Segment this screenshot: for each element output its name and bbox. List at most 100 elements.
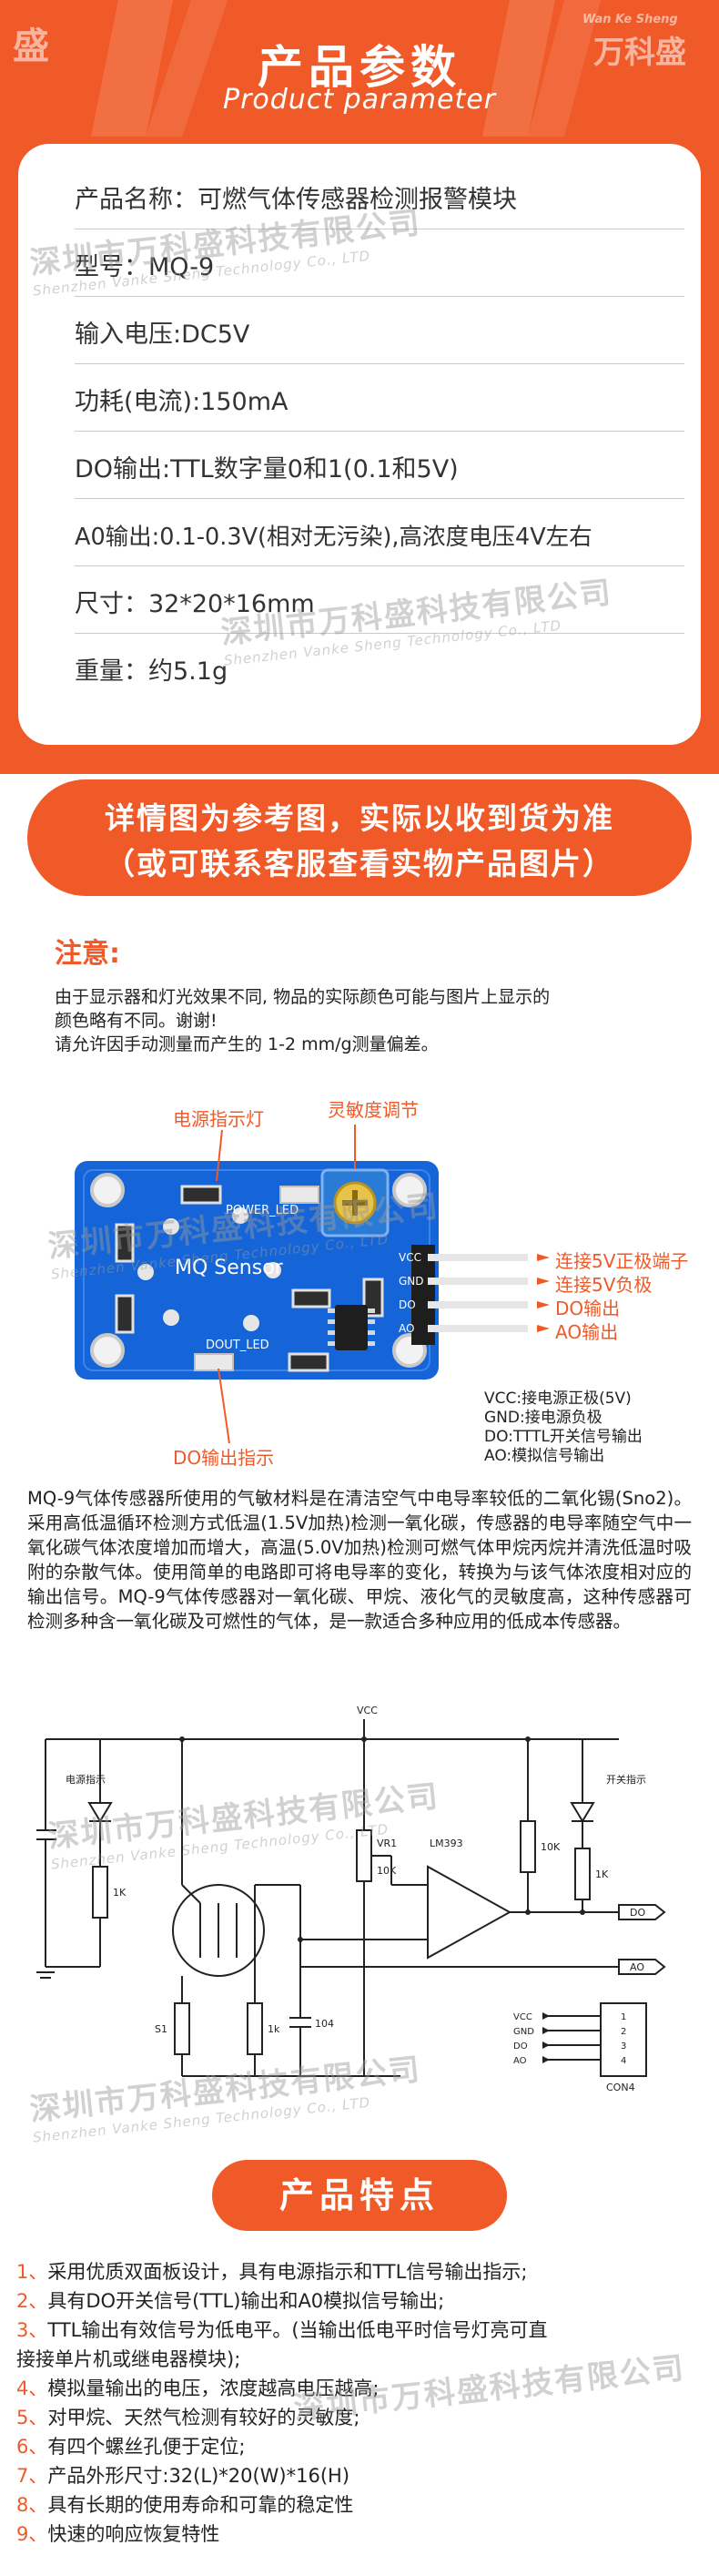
module-diagram: MQ Sensor POWER_LED DOUT_LED VCC GND DO … — [0, 1079, 719, 1471]
schematic-pin-do: DO — [513, 2041, 528, 2052]
feature-item: 2、具有DO开关信号(TTL)输出和A0模拟信号输出; — [16, 2287, 708, 2315]
power-led-label: POWER_LED — [226, 1204, 299, 1217]
pin-label-vcc: VCC — [399, 1251, 421, 1264]
param-name: 产品名称：可燃气体传感器检测报警模块 — [75, 171, 684, 229]
callout-do-indicator: DO输出指示 — [173, 1447, 275, 1469]
feature-text: 对甲烷、天然气检测有较好的灵敏度; — [47, 2407, 360, 2428]
schematic-pin-number: 4 — [621, 2056, 626, 2066]
param-size: 尺寸：32*20*16mm — [75, 575, 684, 634]
sensor-board-illustration: MQ Sensor POWER_LED DOUT_LED VCC GND DO … — [75, 1125, 550, 1444]
feature-text: TTL输出有效信号为低电平。(当输出低电平时信号灯亮可直 — [47, 2319, 548, 2341]
schematic-r3-label: 10K — [541, 1841, 561, 1853]
schematic-r4-label: 1K — [595, 1868, 609, 1880]
attention-line-2: 颜色略有不同。谢谢! — [55, 1011, 218, 1031]
schematic-switch-indicator-label: 开关指示 — [606, 1773, 646, 1786]
callout-power-indicator: 电源指示灯 — [173, 1108, 264, 1130]
feature-text: 采用优质双面板设计，具有电源指示和TTL信号输出指示; — [47, 2261, 528, 2283]
schematic-ao-label: AO — [630, 1961, 644, 1973]
schematic-do-label: DO — [630, 1907, 645, 1919]
schematic-pin-vcc: VCC — [513, 2012, 532, 2022]
param-ao-output: A0输出:0.1-0.3V(相对无污染),高浓度电压4V左右 — [75, 508, 684, 566]
schematic-pin-number: 1 — [621, 2012, 626, 2022]
feature-number: 2、 — [16, 2290, 48, 2312]
schematic-ic-label: LM393 — [430, 1838, 463, 1849]
callout-gnd: 连接5V负极 — [555, 1274, 653, 1296]
schematic-pin-number: 3 — [621, 2041, 626, 2052]
pin-legend-vcc: VCC:接电源正极(5V) — [484, 1390, 632, 1408]
feature-text: 模拟量输出的电压，浓度越高电压越高; — [47, 2377, 380, 2399]
param-model: 型号：MQ-9 — [75, 239, 684, 297]
schematic-r1-label: 1K — [113, 1887, 127, 1899]
pin-legend-do: DO:TTTL开关信号输出 — [484, 1428, 643, 1446]
feature-number: 9、 — [16, 2523, 48, 2545]
feature-item: 5、对甲烷、天然气检测有较好的灵敏度; — [16, 2404, 708, 2431]
schematic-connector-label: CON4 — [606, 2082, 635, 2093]
feature-text: 具有长期的使用寿命和可靠的稳定性 — [47, 2494, 354, 2516]
param-voltage: 输入电压:DC5V — [75, 306, 684, 364]
feature-item: 4、模拟量输出的电压，浓度越高电压越高; — [16, 2375, 708, 2402]
pin-label-gnd: GND — [399, 1275, 424, 1288]
attention-line-1: 由于显示器和灯光效果不同, 物品的实际颜色可能与图片上显示的 — [55, 987, 551, 1007]
param-weight: 重量：约5.1g — [75, 657, 228, 686]
dout-led-label: DOUT_LED — [206, 1339, 269, 1352]
schematic-vcc-label: VCC — [357, 1705, 378, 1716]
comparator-chip-icon — [335, 1305, 368, 1350]
pin-legend-gnd: GND:接电源负极 — [484, 1409, 603, 1427]
schematic-power-indicator-label: 电源指示 — [66, 1773, 106, 1786]
notice-line-1: 详情图为参考图，实际以收到货为准 — [105, 800, 614, 836]
parameter-card: 产品名称：可燃气体传感器检测报警模块 型号：MQ-9 输入电压:DC5V 功耗(… — [18, 144, 701, 745]
sensor-description: MQ-9气体传感器所使用的气敏材料是在清洁空气中电导率较低的二氧化锡(Sno2)… — [27, 1488, 692, 1632]
callout-sensitivity: 灵敏度调节 — [328, 1099, 419, 1121]
param-do-output: DO输出:TTL数字量0和1(0.1和5V) — [75, 441, 684, 499]
mount-hole-icon — [90, 1173, 125, 1207]
feature-item: 1、采用优质双面板设计，具有电源指示和TTL信号输出指示; — [16, 2258, 708, 2286]
pin-legend-ao: AO:模拟信号输出 — [484, 1447, 605, 1465]
watermark-text-en: Shenzhen Vanke Sheng Technology Co., LTD — [32, 2093, 371, 2146]
parameter-section: 盛 Wan Ke Sheng 万科盛 产品参数 Product paramete… — [0, 0, 719, 774]
schematic-pin-number: 2 — [621, 2027, 626, 2037]
notice-banner: 详情图为参考图，实际以收到货为准 （或可联系客服查看实物产品图片） — [27, 779, 692, 896]
page-subtitle: Product parameter — [222, 84, 496, 116]
feature-number: 4、 — [16, 2377, 48, 2399]
callout-do: DO输出 — [555, 1298, 621, 1319]
callout-ao: AO输出 — [555, 1321, 619, 1343]
feature-number: 6、 — [16, 2436, 48, 2458]
feature-number: 5、 — [16, 2407, 48, 2428]
page-title: 产品参数 — [258, 41, 461, 94]
brand-name-cn: 万科盛 — [593, 35, 686, 71]
schematic-cap-label: 104 — [315, 2018, 334, 2030]
feature-item: 6、有四个螺丝孔便于定位; — [16, 2433, 708, 2460]
schematic-pin-ao: AO — [513, 2056, 527, 2066]
mount-hole-icon — [392, 1173, 427, 1207]
feature-text: 接接单片机或继电器模块); — [16, 2348, 241, 2370]
feature-item: 3、TTL输出有效信号为低电平。(当输出低电平时信号灯亮可直 — [16, 2316, 708, 2344]
pin-label-ao: AO — [399, 1322, 414, 1335]
callout-vcc: 连接5V正极端子 — [555, 1250, 689, 1272]
attention-title: 注意: — [55, 938, 120, 970]
brand-name-en: Wan Ke Sheng — [582, 13, 678, 26]
feature-item: 接接单片机或继电器模块); — [16, 2346, 708, 2373]
header-decoration — [91, 0, 601, 137]
schematic-vr1-label: VR1 — [377, 1838, 397, 1849]
feature-number: 3、 — [16, 2319, 48, 2341]
schematic-s1-label: S1 — [155, 2023, 167, 2035]
attention-line-3: 请允许因手动测量而产生的 1-2 mm/g测量偏差。 — [55, 1034, 439, 1054]
feature-text: 快速的响应恢复特性 — [47, 2523, 220, 2545]
schematic-r2-label: 10K — [377, 1865, 397, 1877]
feature-item: 8、具有长期的使用寿命和可靠的稳定性 — [16, 2491, 708, 2519]
schematic-pin-gnd: GND — [513, 2027, 534, 2037]
notice-line-2: （或可联系客服查看实物产品图片） — [105, 846, 614, 881]
feature-text: 产品外形尺寸:32(L)*20(W)*16(H) — [47, 2465, 350, 2487]
feature-number: 7、 — [16, 2465, 48, 2487]
feature-number: 1、 — [16, 2261, 48, 2283]
mount-hole-icon — [90, 1333, 125, 1368]
schematic-r5-label: 1k — [268, 2023, 280, 2035]
brand-mark-left: 盛 — [13, 25, 49, 67]
param-power: 功耗(电流):150mA — [75, 373, 684, 432]
feature-item: 9、快速的响应恢复特性 — [16, 2520, 708, 2548]
circuit-schematic: VCC 电源指示 开关指示 VR1 LM393 1K 10K 10K 1K 1k… — [36, 1705, 666, 2093]
board-label: MQ Sensor — [175, 1257, 284, 1279]
feature-text: 有四个螺丝孔便于定位; — [47, 2436, 246, 2458]
feature-item: 7、产品外形尺寸:32(L)*20(W)*16(H) — [16, 2462, 708, 2489]
